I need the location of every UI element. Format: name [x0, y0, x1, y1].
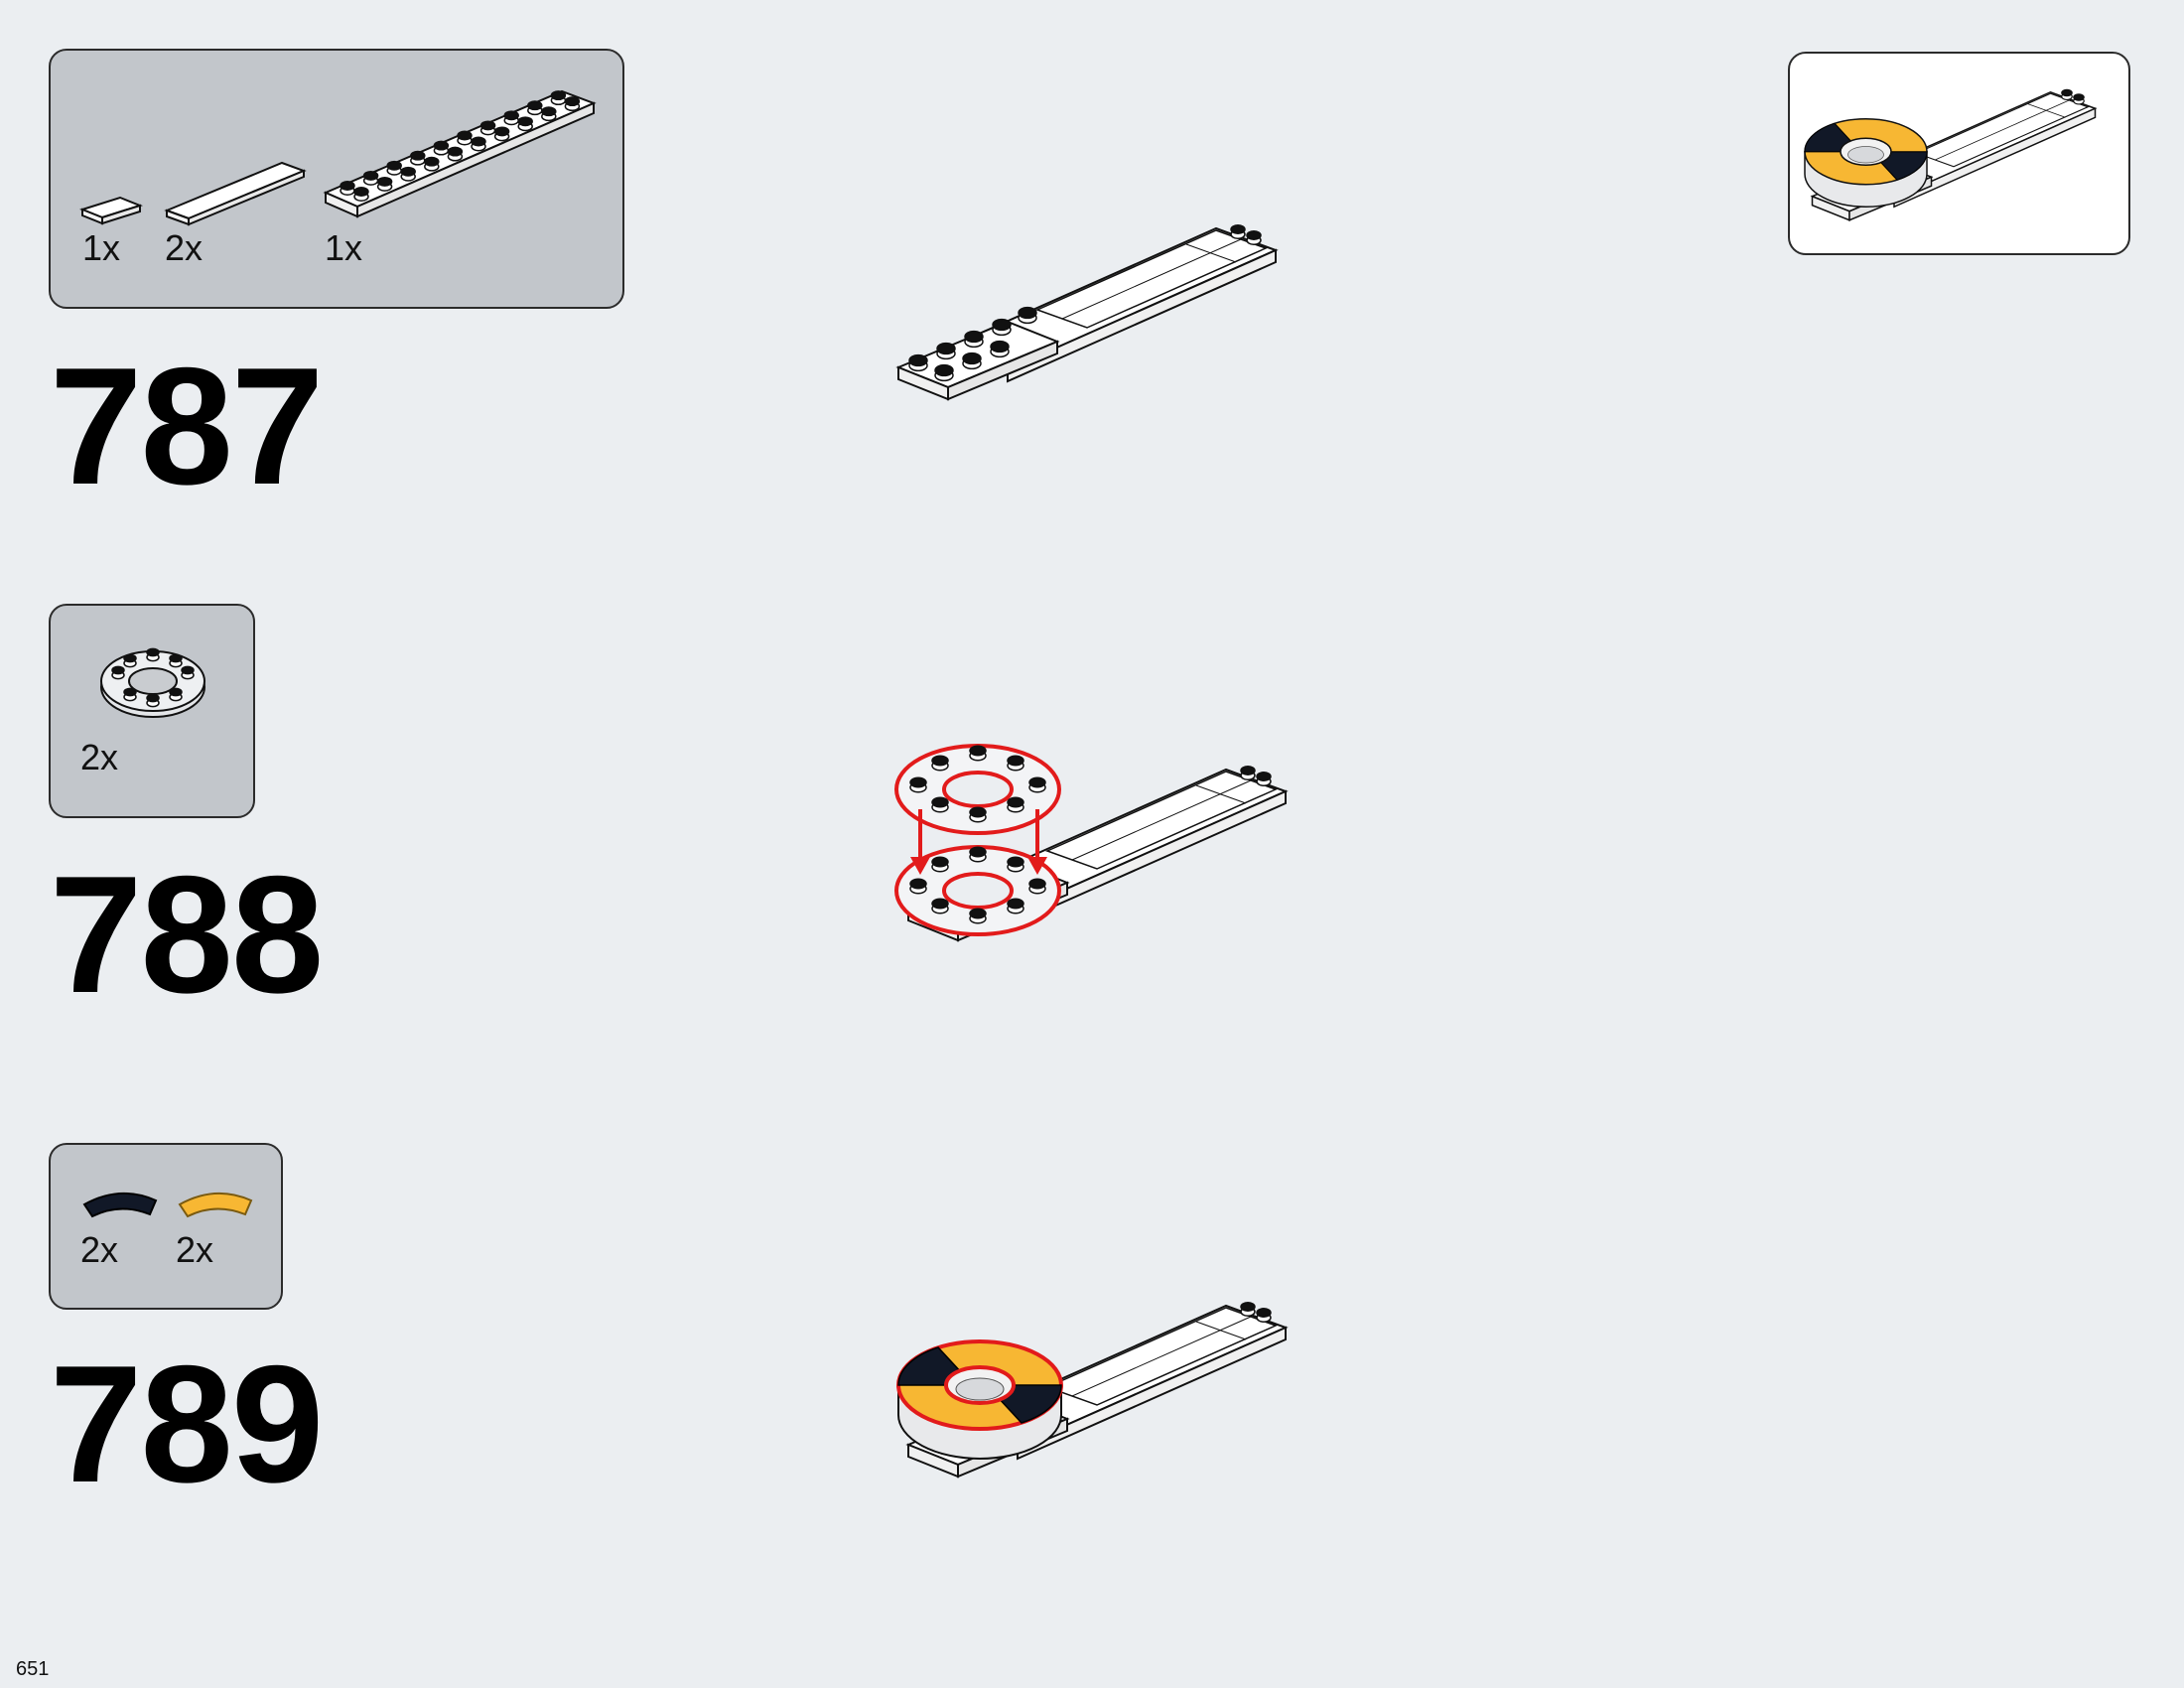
- step-number: 789: [50, 1331, 324, 1517]
- round-plate-part: [98, 645, 212, 725]
- part-quantity: 1x: [82, 227, 121, 268]
- plate-2x10-part: [323, 83, 597, 232]
- callout-model: [1804, 69, 2117, 242]
- step-788-model: [894, 740, 1315, 968]
- plate-assembly-787: [895, 224, 1279, 401]
- curved-tile-yellow-part: [176, 1187, 255, 1226]
- part-quantity: 2x: [80, 737, 119, 777]
- plate-2x10-drawing: [323, 89, 597, 218]
- part-quantity: 2x: [80, 1229, 119, 1270]
- step-number: 787: [50, 333, 324, 519]
- part-quantity: 2x: [165, 227, 204, 268]
- parts-list-788: 2x: [49, 604, 255, 818]
- plate-assembly-788: [894, 744, 1289, 942]
- plate-assembly-final: [1804, 88, 2098, 221]
- tile-1x4-part: [164, 153, 314, 226]
- curved-tile-black-part: [80, 1187, 160, 1226]
- parts-list-787: 1x 2x 1x: [49, 49, 624, 309]
- part-quantity: 1x: [325, 227, 363, 268]
- parts-list-789: 2x 2x: [49, 1143, 283, 1310]
- result-callout: [1788, 52, 2130, 255]
- step-787-model: [888, 199, 1305, 427]
- plate-assembly-final: [896, 1302, 1289, 1478]
- page-number: 651: [16, 1658, 50, 1680]
- step-789-model: [896, 1276, 1315, 1504]
- step-number: 788: [50, 841, 324, 1028]
- part-quantity: 2x: [176, 1229, 214, 1270]
- tile-1x2-part: [79, 190, 150, 229]
- round-plate-drawing: [100, 647, 205, 718]
